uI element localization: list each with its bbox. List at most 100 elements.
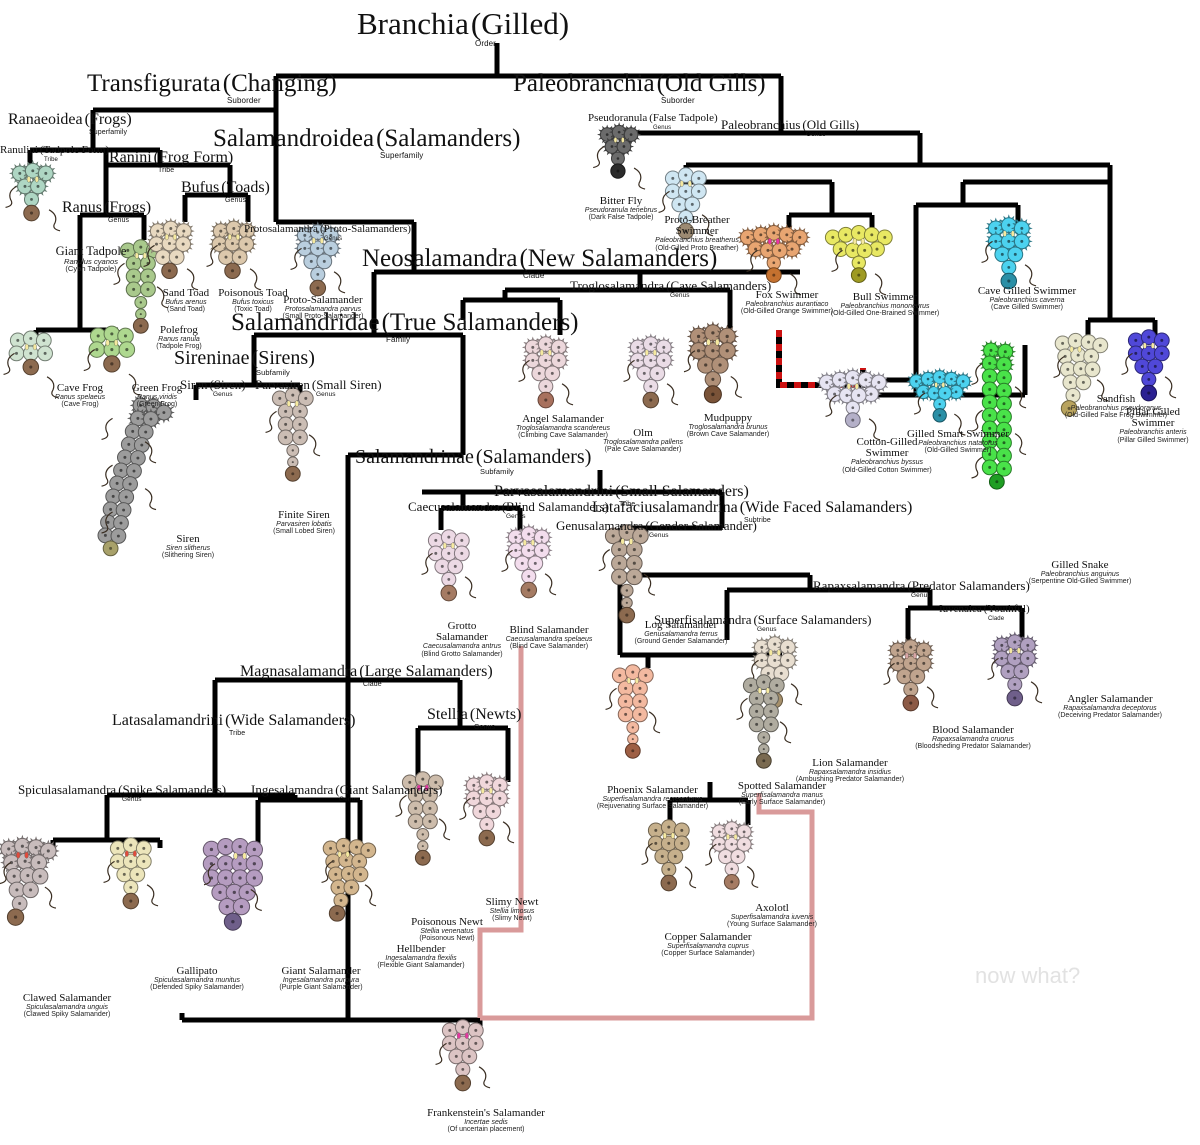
species-latin-name: Paleobranchius caverna [989, 297, 1065, 305]
clade-common-name: (Gilled) [470, 6, 570, 41]
clade-sci-name: Parvasiren [255, 377, 310, 392]
clade-rank: Suborder [227, 96, 261, 105]
species-meaning: (Slimy Newt) [492, 915, 532, 923]
creature-sprite-cave-frog [3, 330, 59, 399]
creature-sprite-spotted-salamander [736, 674, 792, 769]
species-meaning: (Early Surface Salamander) [738, 799, 826, 807]
species-common-name: Finite Siren [278, 509, 330, 521]
species-latin-name: Paleobranchis anteris [1119, 429, 1187, 437]
species-meaning: (Serpentine Old-Gilled Swimmer) [1028, 578, 1132, 586]
clade-sci-name: Salamandroidea [213, 125, 375, 152]
clade-rank: Genus [653, 125, 672, 131]
clade-sci-name: Neosalamandra [362, 245, 518, 272]
species-common-name: Gilled Smart Swimmer [906, 428, 1010, 440]
species-meaning: (Old-Gilled Swimmer) [924, 447, 992, 455]
species-meaning: (Young Surface Salamander) [726, 921, 818, 929]
clade-label-spiculasalamandra: Spiculasalamandra(Spike Salamanders)Genu… [18, 783, 226, 804]
species-latin-name: Paleobranchius natatorus [918, 440, 998, 448]
clade-label-salamandroidea: Salamandroidea(Salamanders)Superfamily [213, 126, 520, 160]
species-latin-name: Spiculasalamandra munitus [154, 977, 240, 985]
species-latin-name: Paleobranchius byssus [851, 459, 923, 467]
species-meaning: (Flexible Giant Salamander) [377, 962, 465, 970]
species-latin-name: Ranulus cyanos [63, 256, 119, 266]
clade-common-name: (Blind Salamanders) [501, 499, 609, 514]
clade-label-stellia: Stellia(Newts)Genus [427, 706, 521, 732]
clade-label-transfigurata: Transfigurata(Changing)Suborder [87, 71, 337, 105]
creature-sprite-bull-swimmer [824, 224, 893, 296]
species-meaning: (Slithering Siren) [161, 552, 215, 560]
clade-rank: Suborder [661, 96, 695, 105]
species-latin-name: Stellia venenatus [420, 928, 474, 936]
creature-sprite-poisonous-toad [206, 217, 262, 291]
clade-rank: Family [386, 335, 411, 344]
creature-sprite-pillar [1121, 329, 1177, 402]
species-meaning: (Pale Cave Salamander) [604, 446, 682, 454]
species-common-name: Blind Salamander [509, 624, 589, 636]
creature-sprite-angler-salamander [987, 631, 1043, 707]
creature-sprite-gilled-smart [906, 367, 974, 436]
species-latin-name: Superfisalamandra cuprus [667, 943, 749, 951]
clade-label-rapaxsalamandra: Rapaxsalamandra(Predator Salamanders)Gen… [813, 579, 1030, 600]
clade-label-bufus: Bufus(Toads)Genus [181, 180, 270, 205]
species-common-name: Siren [176, 533, 200, 545]
clade-sci-name: Ranulini [0, 144, 38, 156]
clade-common-name: (Youthful) [983, 603, 1030, 615]
clade-rank: Tribe [44, 157, 58, 163]
species-latin-name: Superfisalamandra recreanturus [602, 796, 703, 804]
clade-sci-name: Stellia [427, 706, 468, 723]
creature-sprite-slimy-newt [459, 771, 515, 847]
species-meaning: (Cave Frog) [61, 401, 99, 409]
clade-common-name: (Cave Salamanders) [666, 278, 772, 293]
clade-rank: Genus [757, 626, 777, 633]
species-meaning: (Ground Gender Salamander) [634, 638, 728, 646]
clade-sci-name: Paleobranchia [513, 70, 655, 97]
creature-sprite-axolotl [705, 818, 759, 890]
clade-sci-name: Spiculasalamandra [18, 782, 117, 797]
species-common-name: Phoenix Salamander [607, 784, 698, 796]
creature-sprite-olm [623, 333, 679, 409]
species-common-name: Cave Frog [56, 382, 104, 394]
clade-rank: Genus [649, 532, 669, 539]
species-latin-name: Paleobranchius mononeurus [840, 303, 930, 311]
species-common-name: Gilled Snake [1051, 559, 1109, 571]
species-meaning: (Sand Toad) [166, 306, 205, 314]
clade-sci-name: Ranini [109, 149, 152, 166]
species-latin-name: Paleobranchius aurantiaco [745, 301, 829, 309]
species-latin-name: Pseudoranula tenebrus [584, 207, 658, 215]
species-latin-name: Stellia limosus [489, 908, 535, 916]
clade-label-troglosalamandra: Troglosalamandra(Cave Salamanders)Genus [570, 279, 771, 300]
species-meaning: (Deceiving Predator Salamander) [1058, 712, 1162, 720]
clade-label-protosalamandra: Protosalamandra(Proto-Salamanders)Genus [244, 223, 411, 243]
clade-common-name: (Changing) [222, 70, 337, 97]
clade-label-magnasalamandra: Magnasalamandra(Large Salamanders)Clade [240, 663, 493, 689]
species-common-name: Log Salamander [644, 619, 718, 631]
clade-rank: Genus [474, 724, 496, 731]
clade-rank: Genus [670, 292, 690, 299]
species-common-name: Copper Salamander [664, 931, 752, 943]
species-meaning: (Cave Gilled Swimmer) [991, 304, 1063, 312]
clade-rank: Order [475, 39, 496, 48]
creature-sprite-blood-salamander [883, 636, 939, 712]
species-common-name: Cave Gilled Swimmer [977, 285, 1077, 297]
clade-sci-name: Protosalamandra [244, 223, 318, 235]
species-latin-name: Superfisalamandra iuvenis [730, 914, 814, 922]
species-common-name: Fox Swimmer [755, 289, 819, 301]
creature-sprite-cotton-gilled [815, 366, 890, 441]
creature-sprite-siren [97, 394, 175, 557]
clade-label-parvasalamandrini: Parvasalamandrini(Small Salamanders)Trib… [494, 484, 749, 509]
clade-sci-name: Magnasalamandra [240, 663, 358, 680]
clade-common-name: (Large Salamanders) [359, 663, 493, 680]
creature-sprite-green-frog [83, 325, 141, 396]
clade-label-sireninae: Sireninae(Sirens)Subfamily [174, 348, 315, 377]
species-meaning: (Old-Gilled Cotton Swimmer) [842, 466, 932, 474]
